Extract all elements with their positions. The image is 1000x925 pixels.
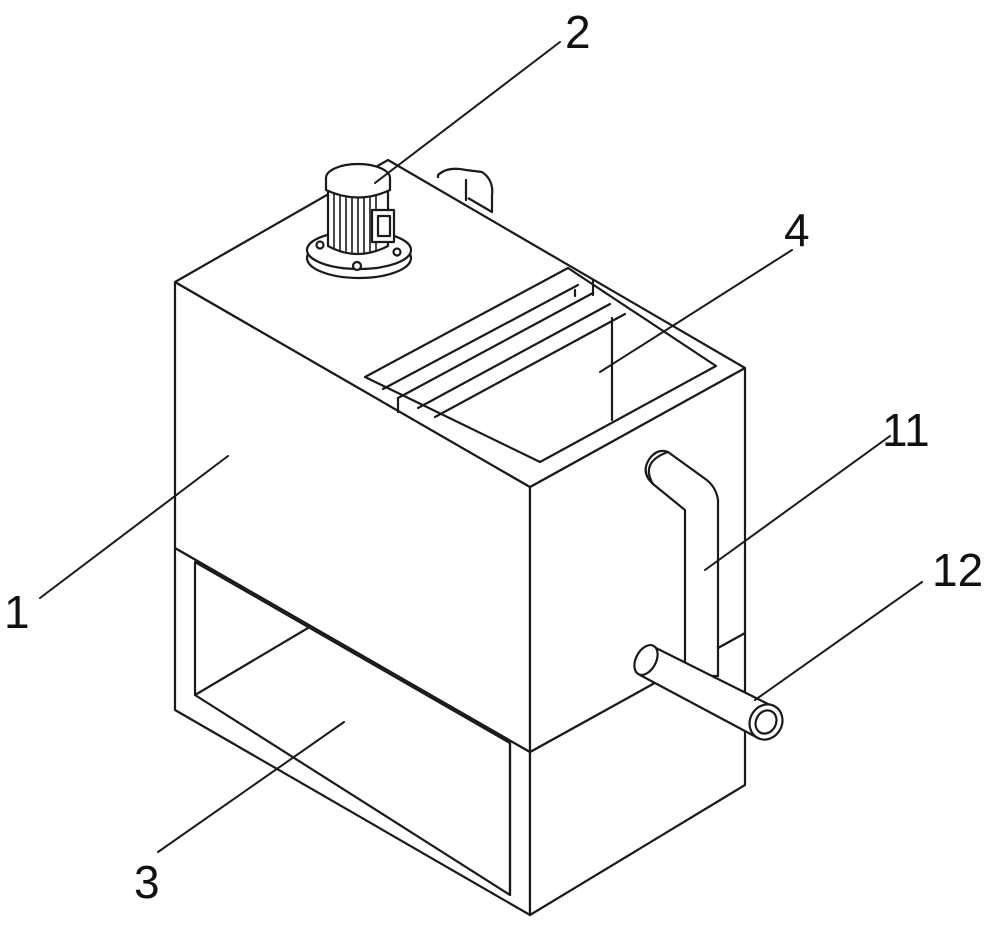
rail-line-3 [416,302,612,410]
leader-1 [39,455,229,599]
reference-labels: 1 2 3 4 11 12 [4,6,983,908]
motor-junction-lid [376,214,392,238]
label-1: 1 [4,586,30,638]
bolt-3 [392,247,402,257]
leader-3 [157,721,345,853]
vertical-pipe-inlet [647,450,670,486]
label-2: 2 [565,6,591,58]
rear-bracket [436,167,494,214]
horizontal-pipe-cap [633,644,659,676]
top-opening-outline [363,266,718,464]
label-12: 12 [932,544,983,596]
leader-4 [599,249,793,373]
motor-cap-band [324,178,392,199]
label-11: 11 [882,404,930,456]
leader-12 [754,581,923,701]
rail-line-2 [396,291,595,400]
horizontal-pipe-bore [754,709,778,735]
vertical-pipe [644,449,720,678]
rail-line-4 [433,312,627,419]
motor [305,162,413,280]
horizontal-pipe [633,643,784,741]
leader-lines [39,41,923,853]
bolt-1 [315,240,325,250]
label-3: 3 [134,856,160,908]
base-inner-edge [193,626,310,697]
rail-line-1 [381,283,580,391]
leader-2 [374,41,561,184]
leader-11 [704,435,891,571]
vertical-pipe-body [644,449,720,678]
top-opening [363,266,718,464]
bolt-2 [351,260,363,272]
label-4: 4 [784,204,810,256]
